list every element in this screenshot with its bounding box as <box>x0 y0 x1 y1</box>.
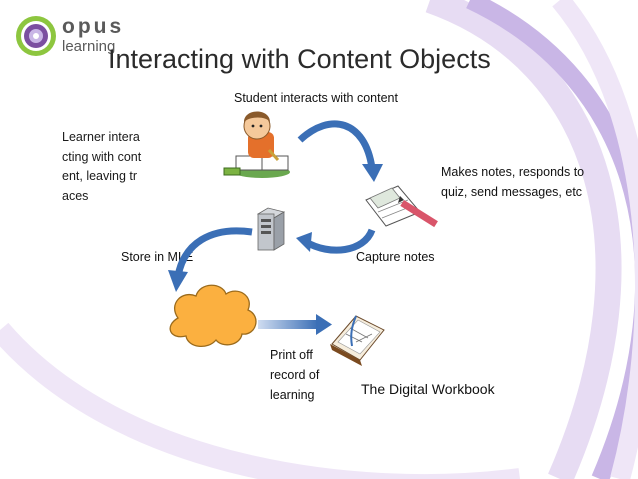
student-reading-icon <box>223 111 290 178</box>
notepad-pencil-icon <box>365 185 438 228</box>
page-title: Interacting with Content Objects <box>108 44 491 74</box>
print-label-3: learning <box>270 388 315 402</box>
store-label: Store in MLE <box>121 250 194 264</box>
student-label: Student interacts with content <box>234 91 398 105</box>
logo-opus-text: opus <box>62 15 125 38</box>
makes-notes-label-1: Makes notes, responds to <box>441 165 585 179</box>
digital-workbook-label: The Digital Workbook <box>361 381 495 397</box>
logo-learning-text: learning <box>62 38 116 55</box>
capture-label: Capture notes <box>356 250 435 264</box>
arrow-to-server <box>304 228 376 254</box>
server-tower-icon <box>256 207 286 251</box>
cloud-icon <box>169 284 257 347</box>
print-label-2: record of <box>270 368 320 382</box>
open-book-icon <box>330 315 385 366</box>
arrow-to-cloud <box>174 227 253 277</box>
arrow-to-workbook <box>258 314 332 335</box>
makes-notes-label-2: quiz, send messages, etc <box>441 185 583 199</box>
arrow-to-notes <box>297 120 376 169</box>
opus-logo-icon <box>16 16 56 56</box>
print-label-1: Print off <box>270 348 313 362</box>
learner-label: Learner interacting with content, leavin… <box>62 130 142 203</box>
